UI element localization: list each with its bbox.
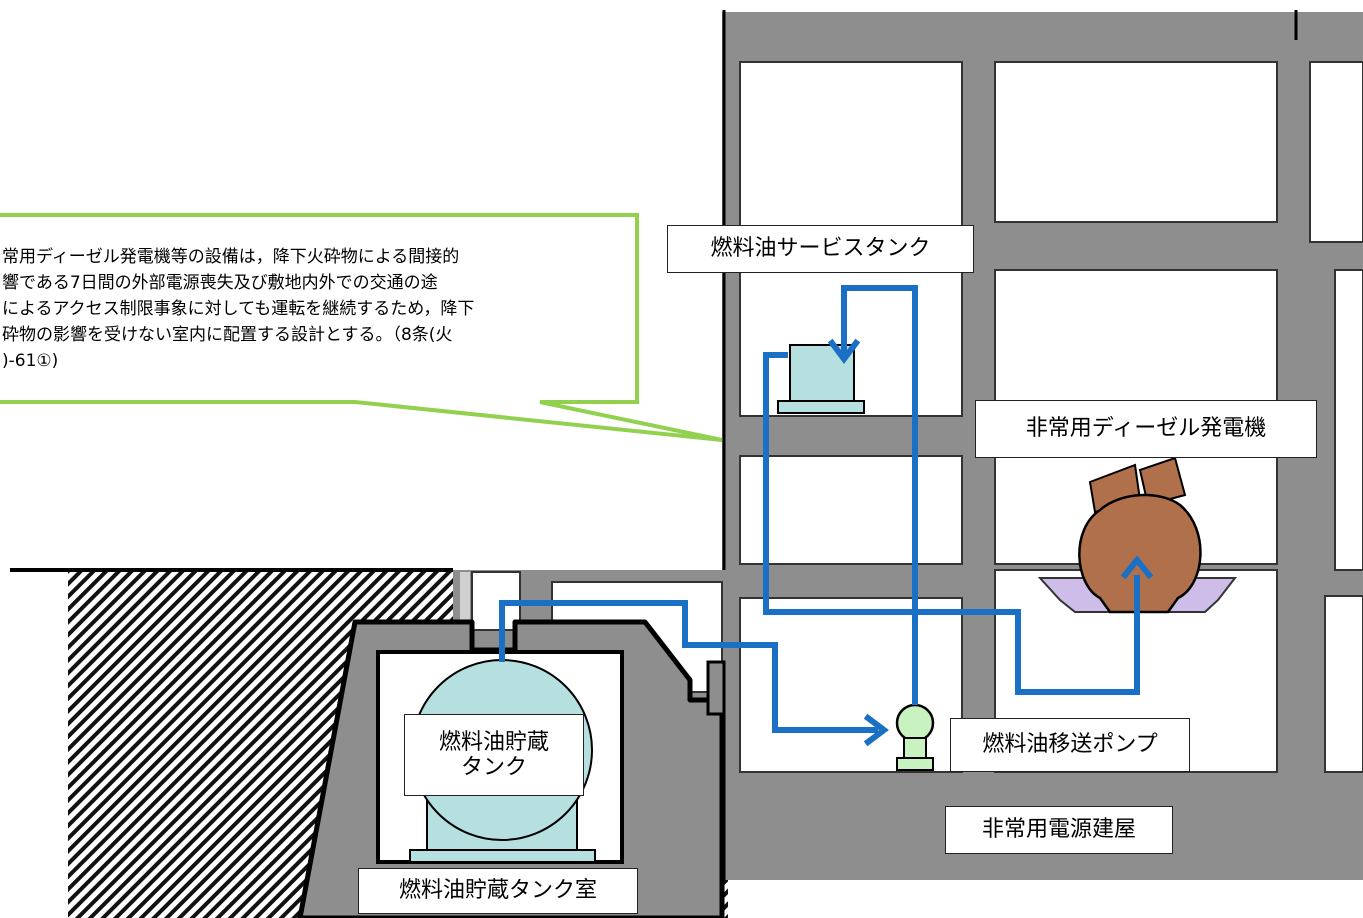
power-building-label: 非常用電源建屋 [945,806,1173,854]
service-tank-label: 燃料油サービスタンク [667,225,974,273]
callout-text: 常用ディーゼル発電機等の設備は，降下火砕物による間接的 響である7日間の外部電源… [2,247,475,371]
service-tank-icon [777,344,865,414]
transfer-pump-label: 燃料油移送ポンプ [950,718,1190,772]
tank-room-label: 燃料油貯蔵タンク室 [358,868,638,914]
flow-arrows [827,338,1154,747]
fuel-piping [499,285,1140,733]
callout-bubble [0,213,723,442]
storage-tank-label: 燃料油貯蔵 タンク [404,714,584,796]
diesel-generator-label: 非常用ディーゼル発電機 [975,400,1317,458]
transfer-pump-icon [895,703,935,771]
